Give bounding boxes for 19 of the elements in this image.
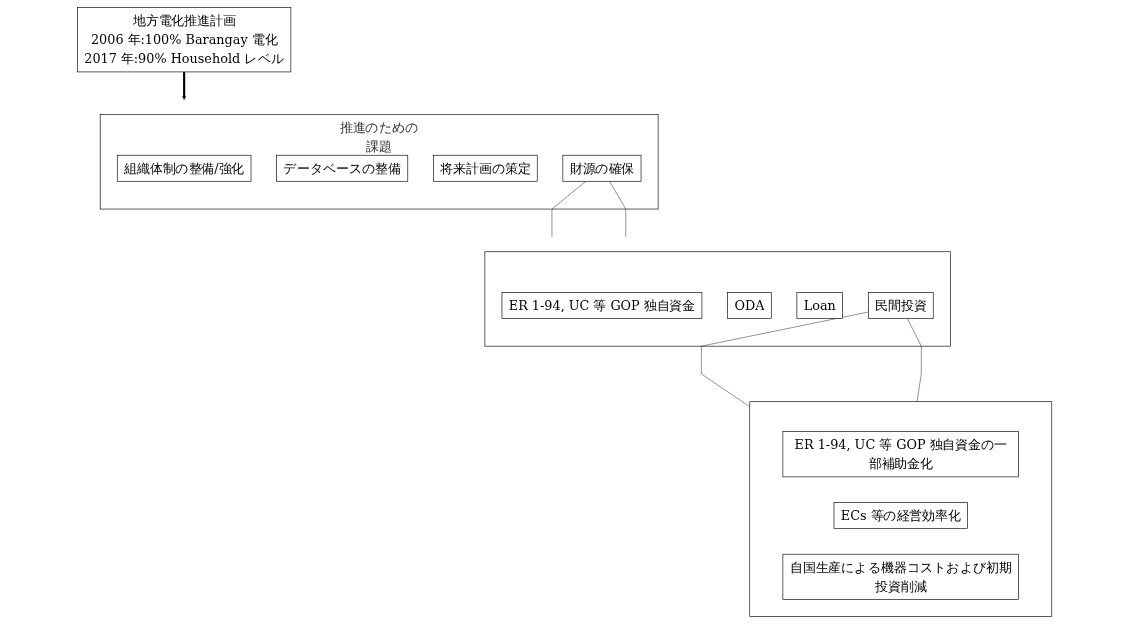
node-box: 将来計画の策定 (433, 154, 538, 182)
connector (907, 318, 922, 402)
cluster (484, 251, 951, 347)
node-box: 財源の確保 (562, 154, 642, 182)
connector (609, 181, 626, 238)
node-box: 自国生産による機器コストおよび初期投資削減 (782, 553, 1019, 600)
node-box: 地方電化推進計画 2006 年:100% Barangay 電化 2017 年:90% Household レベル (77, 7, 292, 73)
connector (701, 311, 869, 407)
node-box: Loan (796, 292, 843, 319)
node-box: データベースの整備 (276, 154, 408, 182)
arrow (182, 71, 186, 100)
node-box: ER 1-94, UC 等 GOP 独自資金 (501, 292, 703, 319)
connector (551, 181, 587, 238)
node-box: 民間投資 (867, 292, 934, 319)
node-box: ODA (727, 292, 772, 319)
node-box: 組織体制の整備/強化 (116, 154, 252, 182)
cluster (749, 401, 1052, 617)
node-box: ER 1-94, UC 等 GOP 独自資金の一部補助金化 (782, 431, 1019, 478)
node-box: ECs 等の経営効率化 (833, 502, 968, 529)
